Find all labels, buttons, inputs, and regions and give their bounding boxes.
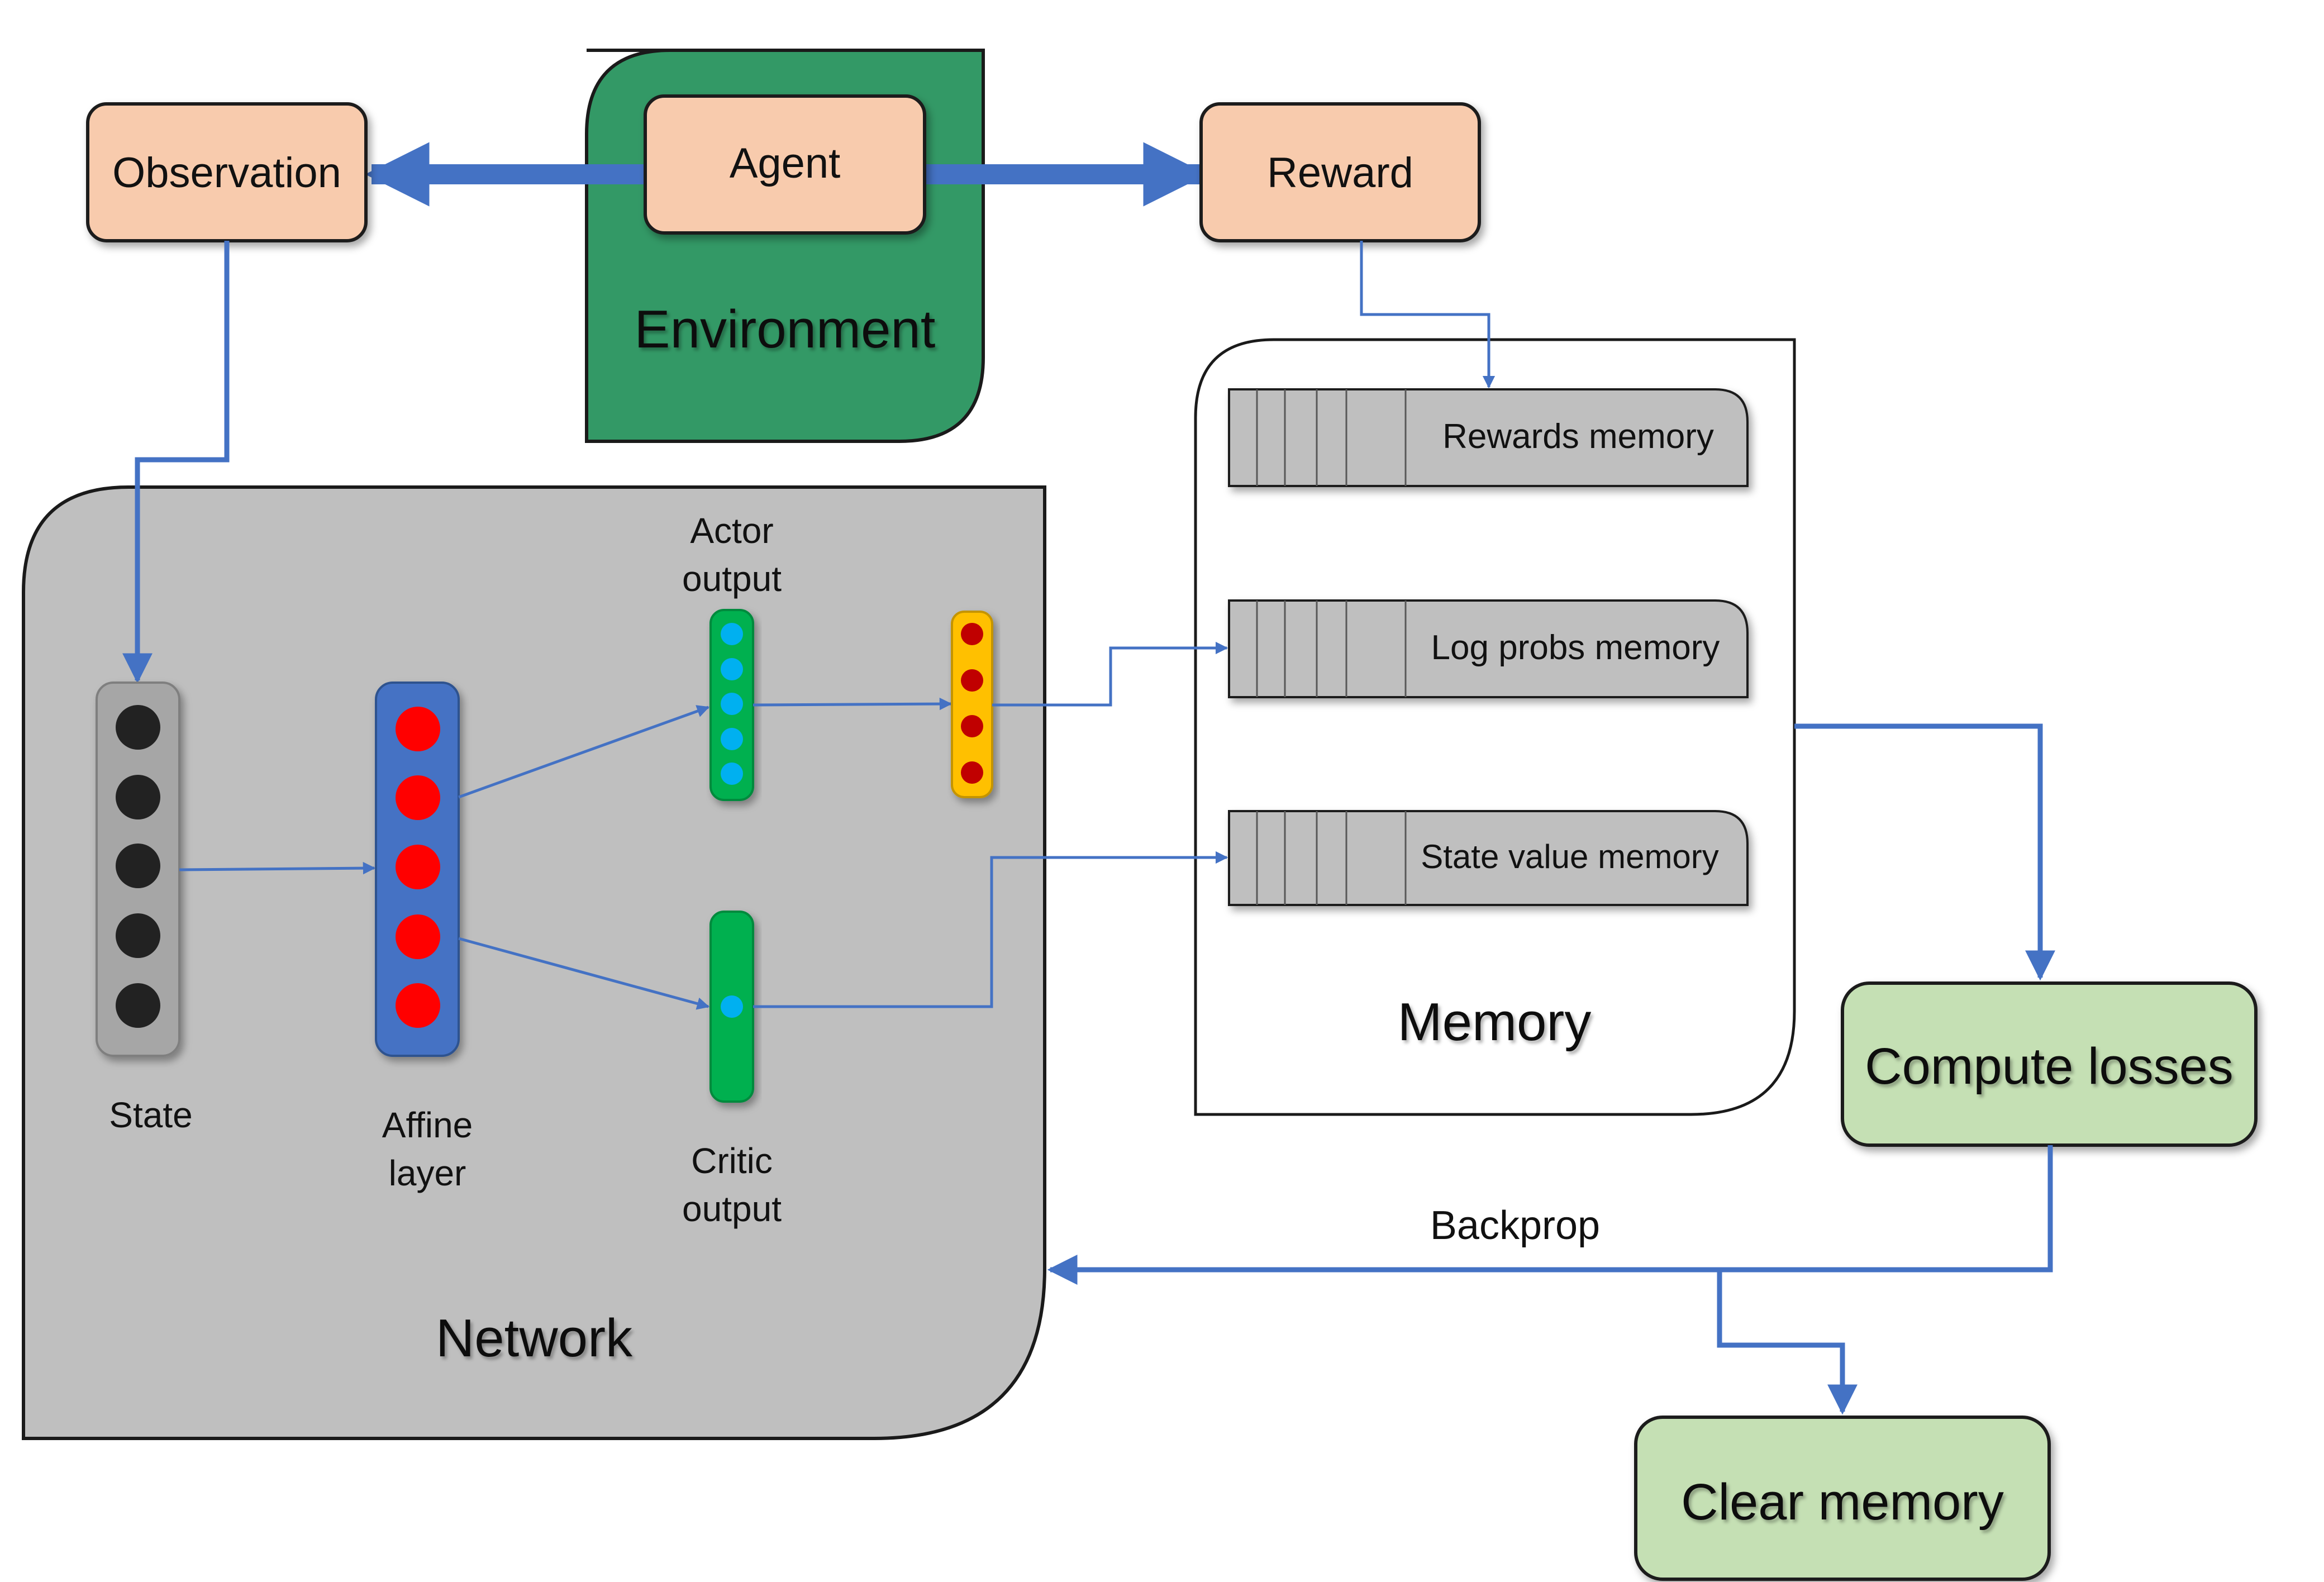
- state-value-memory-slot: [1228, 810, 1749, 906]
- affine-to-actor-arrow: [458, 705, 710, 799]
- actor-neuron: [721, 763, 743, 785]
- state-label: State: [109, 1095, 192, 1135]
- critic-to-statevalue-arrow: [753, 851, 1228, 1008]
- actor-neuron: [721, 693, 743, 715]
- state-layer: [96, 682, 180, 1057]
- observation-to-state-arrow: [122, 241, 230, 684]
- critic-label-line1: Critic: [691, 1141, 773, 1181]
- actor-output-layer: [709, 609, 754, 801]
- losses-to-clear-memory-arrow: [1717, 1270, 1858, 1415]
- memory-box: Memory: [1194, 338, 1796, 1116]
- clear-memory-label: Clear memory: [1681, 1474, 2004, 1531]
- reward-to-memory-arrow: [1360, 241, 1496, 389]
- action-probs-layer: [951, 611, 993, 798]
- memory-label: Memory: [1398, 992, 1592, 1052]
- prob-neuron: [961, 623, 983, 645]
- affine-neuron: [396, 775, 440, 820]
- critic-output-layer: [709, 911, 754, 1103]
- affine-to-critic-arrow: [458, 937, 710, 1010]
- actor-neuron: [721, 623, 743, 645]
- state-neuron: [116, 983, 160, 1028]
- affine-neuron: [396, 707, 440, 751]
- log-probs-memory-slot: [1228, 599, 1749, 698]
- losses-to-network-backprop-arrow: [1047, 1145, 2053, 1285]
- prob-neuron: [961, 715, 983, 737]
- actor-label-line1: Actor: [690, 511, 773, 551]
- affine-layer: [375, 682, 460, 1057]
- actor-neuron: [721, 658, 743, 680]
- affine-neuron: [396, 914, 440, 959]
- actor-neuron: [721, 728, 743, 750]
- prob-neuron: [961, 761, 983, 784]
- network-label: Network: [436, 1308, 633, 1368]
- state-neuron: [116, 844, 160, 888]
- prob-neuron: [961, 669, 983, 692]
- critic-label-line2: output: [682, 1189, 782, 1229]
- state-neuron: [116, 775, 160, 819]
- probs-to-logprobs-arrow: [992, 641, 1228, 707]
- actor-to-probs-arrow: [753, 697, 953, 711]
- state-value-memory-label: State value memory: [1421, 838, 1719, 875]
- rewards-memory-slot: [1228, 388, 1749, 487]
- state-to-affine-arrow: [179, 861, 376, 875]
- affine-neuron: [396, 845, 440, 889]
- agent-label: Agent: [730, 140, 841, 187]
- log-probs-memory-label: Log probs memory: [1431, 628, 1720, 667]
- rewards-memory-label: Rewards memory: [1442, 417, 1714, 456]
- backprop-label: Backprop: [1430, 1203, 1600, 1248]
- observation-label: Observation: [112, 149, 341, 197]
- state-neuron: [116, 705, 160, 750]
- actor-label-line2: output: [682, 559, 782, 599]
- critic-neuron: [721, 995, 743, 1018]
- reward-box: [1199, 102, 1481, 242]
- affine-label-line1: Affine: [382, 1105, 473, 1145]
- compute-losses-label: Compute losses: [1865, 1038, 2233, 1095]
- state-neuron: [116, 913, 160, 958]
- reward-label: Reward: [1267, 149, 1413, 197]
- affine-neuron: [396, 983, 440, 1028]
- environment-label: Environment: [635, 299, 936, 359]
- affine-label-line2: layer: [389, 1153, 466, 1193]
- memory-to-losses-arrow: [1794, 723, 2055, 981]
- clear-memory-box: [1634, 1416, 2051, 1581]
- network-box: Network: [22, 485, 1046, 1440]
- agent-box: [644, 94, 926, 235]
